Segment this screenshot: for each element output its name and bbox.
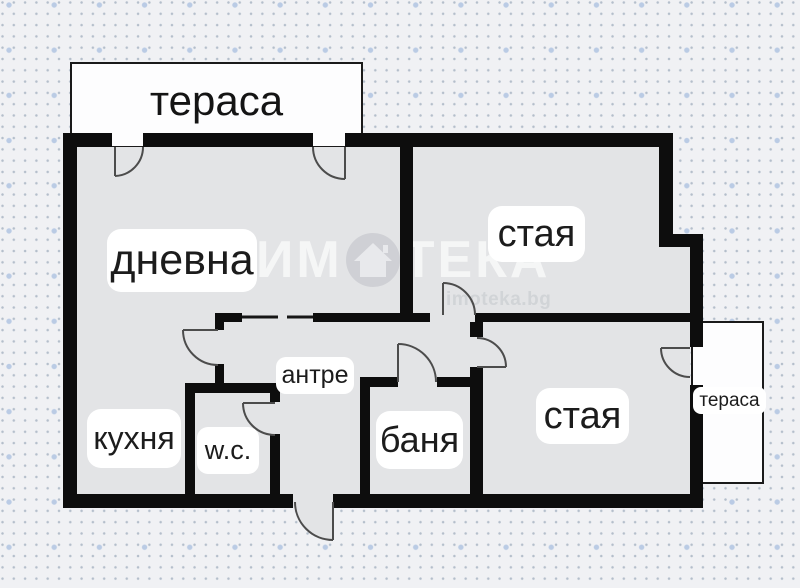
label-kitchen-text: кухня [93, 420, 175, 456]
wall-bath-top-a [360, 377, 398, 387]
label-room-bottom: стая [536, 388, 629, 444]
wall-wc-right-b [270, 434, 280, 494]
apartment-floor-notch [659, 247, 690, 494]
wall-bottom-a [63, 494, 293, 508]
label-room-top-text: стая [497, 212, 576, 255]
room-top-door-arc [442, 282, 476, 316]
label-room-bottom-text: стая [543, 394, 622, 437]
wall-mid-c [475, 313, 700, 322]
wall-right-upper [659, 133, 673, 247]
label-terrace-top: тераса [70, 74, 363, 128]
entrance-door-arc [294, 501, 334, 541]
wall-top-b [143, 133, 313, 147]
wall-room-bottom-left-a [470, 322, 483, 337]
terrace-door-right-arc [312, 146, 346, 180]
room-bottom-door-arc [476, 337, 507, 368]
label-room-top: стая [488, 206, 585, 262]
wall-top-a [63, 133, 112, 147]
imoteka-house-icon [345, 233, 400, 287]
label-living-room-text: дневна [110, 236, 254, 284]
wall-wc-right-a [270, 383, 280, 402]
wall-wc-top [185, 383, 280, 393]
watermark-site: imoteka.bg [446, 289, 552, 310]
terrace-right-door-arc [660, 347, 691, 378]
wall-left [63, 133, 77, 508]
wall-mid-a [215, 313, 242, 322]
entrance-door-swing-fill [295, 502, 333, 540]
label-terrace-right: тераса [693, 387, 766, 414]
label-living-room: дневна [107, 229, 257, 292]
terrace-door-left-arc [114, 146, 144, 177]
label-wc: w.c. [197, 427, 259, 474]
label-kitchen: кухня [87, 409, 181, 468]
wall-bottom-b [333, 494, 703, 508]
wall-bath-left [360, 377, 370, 494]
kitchen-door-arc [182, 329, 219, 366]
label-bathroom-text: баня [379, 419, 460, 460]
wc-door-arc [242, 402, 276, 436]
wall-right-lower-b [690, 385, 703, 508]
wall-bath-top-b [437, 377, 477, 387]
wall-hall-left-b [215, 364, 224, 390]
wall-hall-left-a [215, 313, 224, 330]
watermark-brand-left: ИМ [256, 231, 343, 289]
wall-mid-b [313, 313, 430, 322]
label-hallway-text: антре [281, 361, 349, 389]
wall-wc-left [185, 383, 195, 494]
label-wc-text: w.c. [204, 435, 252, 465]
wall-living-room-divider [400, 147, 413, 322]
label-terrace-top-text: тераса [149, 77, 284, 124]
label-hallway: антре [276, 357, 354, 394]
bathroom-door-arc [397, 343, 437, 383]
wall-room-bottom-left-b [470, 367, 483, 494]
label-bathroom: баня [376, 411, 463, 469]
wall-top-c [345, 133, 673, 147]
label-terrace-right-text: тераса [699, 389, 760, 411]
